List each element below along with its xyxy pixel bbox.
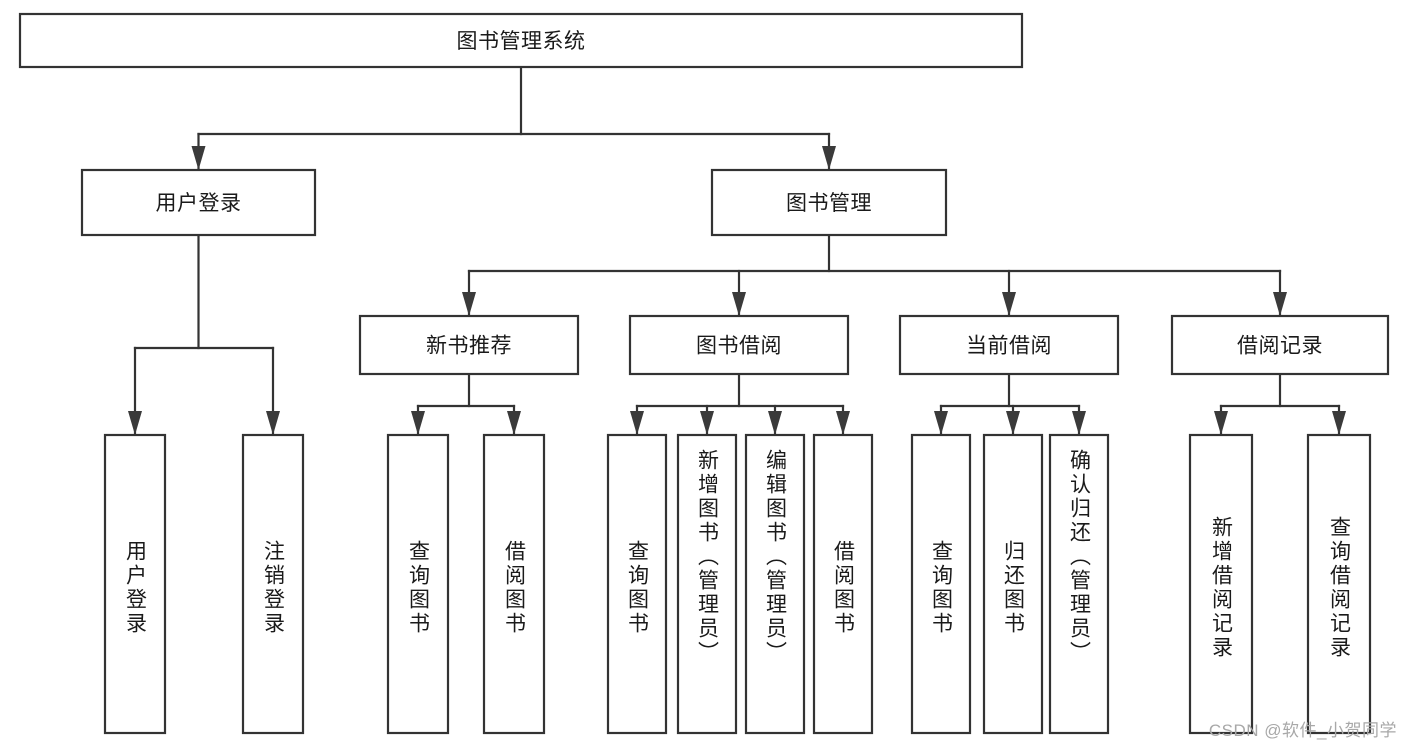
node-leaf_confirm_return[interactable] — [1048, 433, 1110, 735]
node-leaf_borrow_book_2[interactable] — [812, 433, 874, 735]
arrow-head-icon — [700, 411, 714, 435]
node-label: 用户登录 — [156, 192, 242, 215]
arrow-head-icon — [768, 411, 782, 435]
node-leaf_edit_book[interactable] — [744, 433, 806, 735]
arrow-head-icon — [1273, 292, 1287, 316]
node-leaf_borrow_book_1[interactable] — [482, 433, 546, 735]
arrow-head-icon — [630, 411, 644, 435]
arrow-head-icon — [266, 411, 280, 435]
arrow-head-icon — [732, 292, 746, 316]
arrow-head-icon — [934, 411, 948, 435]
node-new_book_rec[interactable]: 新书推荐 — [358, 314, 580, 376]
arrow-head-icon — [411, 411, 425, 435]
arrow-head-icon — [191, 146, 206, 170]
node-label: 图书借阅 — [696, 335, 782, 358]
node-label: 图书管理系统 — [457, 30, 586, 53]
node-leaf_user_login[interactable] — [103, 433, 167, 735]
node-leaf_add_book[interactable] — [676, 433, 738, 735]
watermark-text: CSDN @软件_小贺同学 — [1208, 721, 1397, 740]
arrow-head-icon — [1072, 411, 1086, 435]
node-borrow_record[interactable]: 借阅记录 — [1170, 314, 1390, 376]
node-leaf_query_book_2[interactable] — [606, 433, 668, 735]
arrow-head-icon — [1332, 411, 1346, 435]
node-leaf_logout[interactable] — [241, 433, 305, 735]
arrow-head-icon — [1006, 411, 1020, 435]
arrow-head-icon — [128, 411, 142, 435]
node-leaf_query_book_3[interactable] — [910, 433, 972, 735]
node-current_borrow[interactable]: 当前借阅 — [898, 314, 1120, 376]
node-root-system[interactable]: 图书管理系统 — [18, 12, 1024, 69]
node-label: 图书管理 — [786, 192, 872, 215]
node-leaf_query_book_1[interactable] — [386, 433, 450, 735]
arrow-head-icon — [507, 411, 521, 435]
node-book_borrow[interactable]: 图书借阅 — [628, 314, 850, 376]
arrow-head-icon — [1002, 292, 1016, 316]
node-leaf_add_record[interactable] — [1188, 433, 1254, 735]
connectors-layer — [128, 65, 1346, 436]
node-leaf_return_book[interactable] — [982, 433, 1044, 735]
node-book_manage[interactable]: 图书管理 — [710, 168, 948, 237]
node-user_login[interactable]: 用户登录 — [80, 168, 317, 237]
node-label: 当前借阅 — [966, 335, 1052, 358]
node-label: 新书推荐 — [426, 335, 512, 358]
arrow-head-icon — [822, 146, 836, 170]
arrow-head-icon — [462, 292, 476, 316]
arrow-head-icon — [1214, 411, 1228, 435]
node-leaf_query_record[interactable] — [1306, 433, 1372, 735]
arrow-head-icon — [836, 411, 850, 435]
node-label: 借阅记录 — [1237, 335, 1323, 358]
